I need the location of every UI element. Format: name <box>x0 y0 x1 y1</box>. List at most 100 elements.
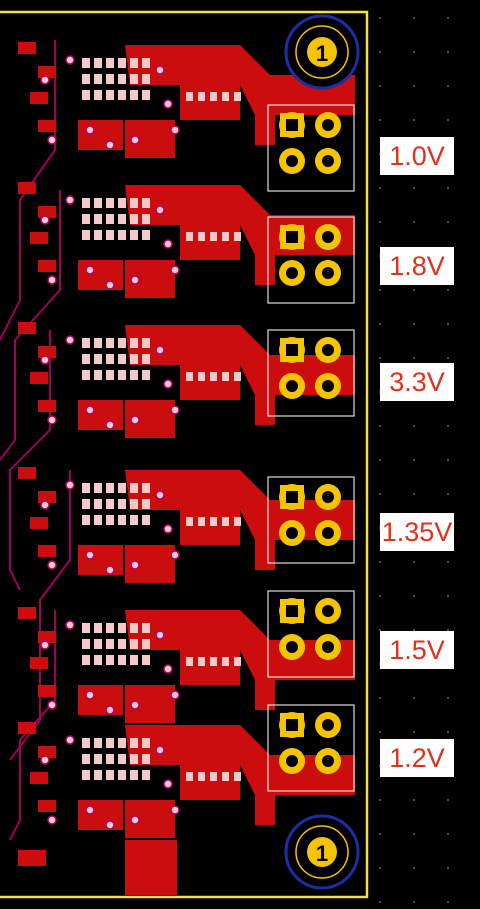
copper-pour <box>78 260 123 290</box>
via <box>130 135 140 145</box>
copper-pad <box>38 260 56 272</box>
header-outline <box>267 329 355 417</box>
component-pad <box>130 58 138 68</box>
grid-dot <box>413 187 415 189</box>
component-pad <box>142 74 150 84</box>
component-pad <box>130 370 138 380</box>
grid-dot <box>413 731 415 733</box>
grid-dot <box>447 799 449 801</box>
grid-dot <box>413 221 415 223</box>
copper-pad <box>18 607 36 619</box>
grid-dot <box>413 697 415 699</box>
header-outline <box>267 104 355 192</box>
component-pad <box>106 198 114 208</box>
component-pad <box>82 483 90 493</box>
grid-dot <box>413 17 415 19</box>
grid-dot <box>379 901 381 903</box>
regulator-block-6 <box>18 704 355 838</box>
grid-dot <box>447 17 449 19</box>
component-pad <box>142 198 150 208</box>
grid-dot <box>447 357 449 359</box>
via <box>85 265 95 275</box>
component-pad <box>130 738 138 748</box>
grid-dot <box>447 221 449 223</box>
via <box>65 480 75 490</box>
component-pad <box>142 90 150 100</box>
component-pad <box>186 657 193 666</box>
grid-dot <box>447 119 449 121</box>
via <box>155 630 165 640</box>
via <box>47 815 57 825</box>
copper-pad <box>38 120 56 132</box>
component-pad <box>106 515 114 525</box>
component-pad <box>94 214 102 224</box>
voltage-label-3: 3.3V <box>380 363 454 401</box>
grid-dot <box>447 561 449 563</box>
grid-dot <box>447 51 449 53</box>
via <box>170 405 180 415</box>
component-pad <box>82 90 90 100</box>
grid-dot <box>413 425 415 427</box>
header-pin-hole <box>286 119 298 131</box>
via <box>65 735 75 745</box>
component-pad <box>106 58 114 68</box>
regulator-block-1 <box>18 42 355 192</box>
header-pin-hole <box>322 641 334 653</box>
via <box>85 125 95 135</box>
via <box>163 664 173 674</box>
via <box>65 55 75 65</box>
component-pad <box>82 499 90 509</box>
component-pad <box>142 655 150 665</box>
component-pad <box>118 639 126 649</box>
component-pad <box>82 198 90 208</box>
component-pad <box>222 657 229 666</box>
mounting-hole-bottom-label: 1 <box>316 841 328 866</box>
via <box>155 345 165 355</box>
grid-dot <box>413 85 415 87</box>
header-pin-hole <box>286 231 298 243</box>
component-pad <box>130 655 138 665</box>
component-pad <box>186 372 193 381</box>
grid-dot <box>379 289 381 291</box>
component-pad <box>142 639 150 649</box>
component-pad <box>118 483 126 493</box>
component-pad <box>118 198 126 208</box>
component-pad <box>118 770 126 780</box>
component-pad <box>118 74 126 84</box>
component-pad <box>118 214 126 224</box>
component-pad <box>106 655 114 665</box>
grid-dot <box>447 697 449 699</box>
component-pad <box>94 738 102 748</box>
component-pad <box>142 214 150 224</box>
copper-pad <box>38 346 56 358</box>
via <box>105 420 115 430</box>
via <box>105 820 115 830</box>
grid-dot <box>413 357 415 359</box>
copper-pad <box>38 685 56 697</box>
via <box>47 560 57 570</box>
grid-dot <box>379 493 381 495</box>
component-pad <box>222 517 229 526</box>
component-pad <box>198 372 205 381</box>
via <box>163 379 173 389</box>
via <box>170 125 180 135</box>
via <box>40 500 50 510</box>
copper-pad <box>18 850 46 866</box>
via <box>130 700 140 710</box>
header-pin-hole <box>286 755 298 767</box>
grid-dot <box>379 833 381 835</box>
component-pad <box>142 754 150 764</box>
copper-pour <box>125 185 355 285</box>
component-pad <box>210 657 217 666</box>
component-pad <box>142 370 150 380</box>
component-pad <box>198 517 205 526</box>
component-pad <box>142 354 150 364</box>
component-pad <box>130 483 138 493</box>
component-pad <box>118 754 126 764</box>
component-pad <box>82 623 90 633</box>
component-pad <box>82 738 90 748</box>
grid-dot <box>447 595 449 597</box>
component-pad <box>94 370 102 380</box>
grid-dot <box>447 323 449 325</box>
component-pad <box>94 230 102 240</box>
